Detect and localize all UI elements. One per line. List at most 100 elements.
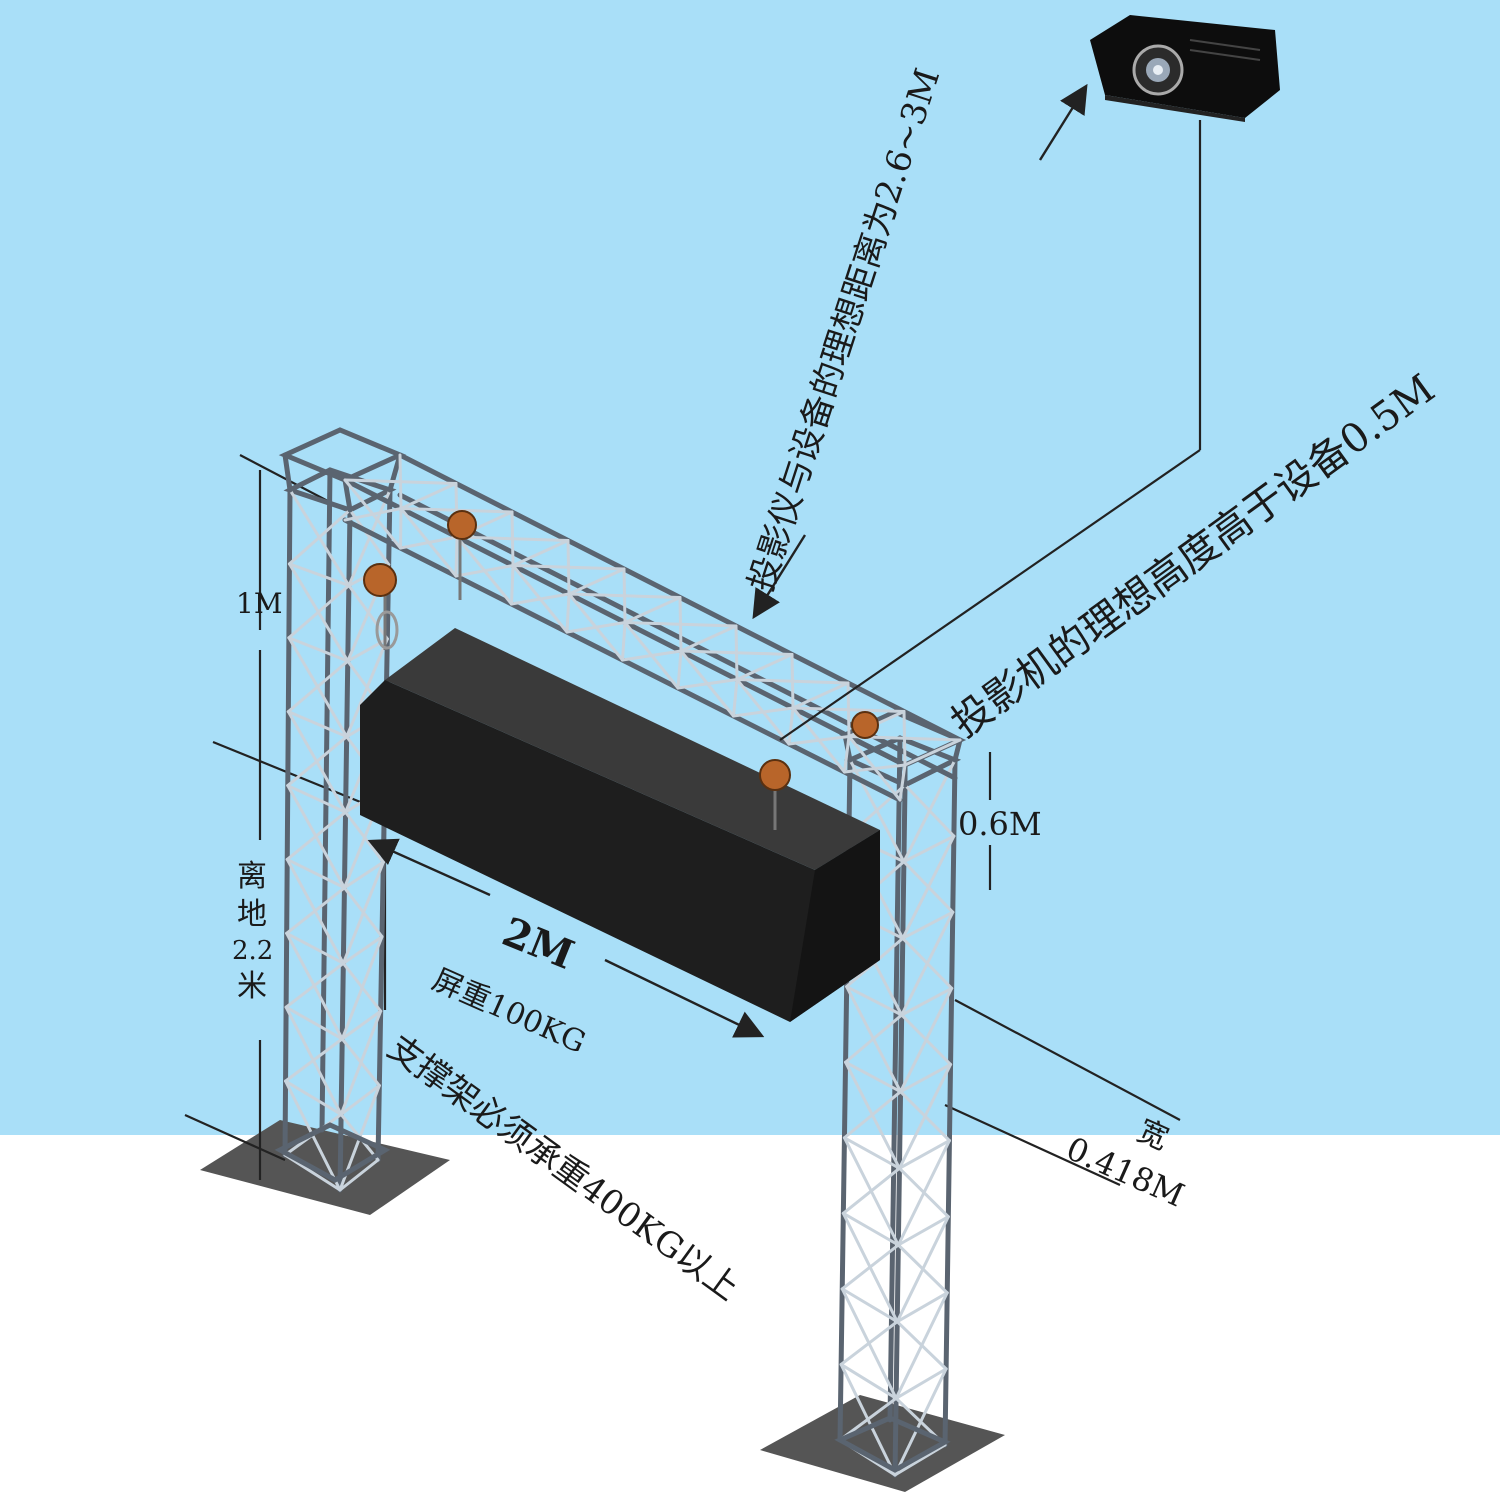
truss-brace [893, 1367, 948, 1477]
truss-brace [285, 886, 346, 935]
truss-brace [339, 1084, 381, 1116]
truss-brace [679, 649, 794, 656]
truss-brace [791, 681, 850, 710]
truss-brace [399, 482, 458, 510]
truss-brace [455, 535, 570, 542]
truss-brace [844, 1060, 903, 1094]
truss-brace [341, 860, 385, 965]
truss-brace [845, 985, 904, 1017]
truss-brace [285, 810, 348, 861]
truss-brace [895, 1291, 949, 1324]
truss-brace [454, 564, 515, 578]
truss-brace [903, 738, 962, 767]
truss-brace [347, 488, 392, 588]
truss-brace [286, 710, 349, 739]
truss-brace [732, 706, 795, 718]
truss-brace [901, 834, 956, 940]
truss-brace [899, 986, 954, 1094]
screen-height-label: 0.6M [958, 805, 1042, 843]
truss-brace [735, 653, 794, 681]
truss-brace [896, 1215, 950, 1247]
truss-brace [787, 735, 851, 746]
truss-brace [342, 860, 385, 890]
chain-hoist-icon [851, 711, 879, 739]
truss-brace [286, 735, 349, 788]
truss-brace [732, 678, 739, 718]
truss-brace [842, 1090, 903, 1140]
ground-clearance-char: 地 [237, 897, 267, 933]
chain-hoist-icon [363, 563, 399, 650]
truss-brace [339, 1009, 383, 1116]
truss-brace [894, 1291, 949, 1400]
truss-brace [284, 961, 345, 1009]
truss-brace [343, 507, 403, 522]
truss-brace [511, 539, 570, 567]
truss-brace [679, 624, 738, 653]
ground-clearance-char: 离 [237, 859, 267, 894]
truss-brace [399, 507, 514, 514]
truss-brace [283, 1153, 342, 1192]
truss-brace [901, 910, 955, 940]
truss-brace [898, 763, 907, 802]
truss-brace [565, 621, 627, 634]
truss-brace [894, 1367, 948, 1400]
truss-brace [285, 857, 346, 890]
screen-enclosure [360, 628, 880, 1022]
truss-brace [341, 935, 384, 965]
screen-side-face [790, 830, 880, 1022]
screen-top-face [385, 628, 880, 870]
truss-brace [286, 784, 348, 814]
arrow-icon [367, 83, 1088, 1038]
left-base-plate [200, 1120, 450, 1215]
top-gap-label: 1M [236, 587, 283, 620]
truss-brace [621, 649, 683, 662]
truss-brace [454, 535, 459, 578]
truss-brace [287, 636, 350, 663]
truss-brace [843, 735, 851, 774]
truss-brace [284, 1079, 343, 1116]
truss-brace [844, 1013, 904, 1064]
truss-brace [285, 931, 345, 965]
floor-background [0, 1135, 1500, 1500]
truss-brace [287, 508, 352, 566]
truss-brace [286, 659, 350, 714]
projector-icon [1090, 15, 1280, 122]
chain-hoist-icon [447, 510, 477, 600]
truss-brace [896, 1139, 951, 1247]
truss-brace [902, 758, 957, 864]
truss-brace [511, 564, 626, 571]
truss-brace [340, 1009, 383, 1041]
truss-brace [676, 649, 683, 690]
truss-brace [895, 1215, 950, 1324]
truss-brace [623, 596, 682, 624]
truss-brace [567, 592, 682, 599]
truss-brace [510, 592, 571, 606]
projector-guide-lines [779, 120, 1202, 741]
truss-brace [841, 1166, 901, 1215]
truss-brace [840, 1287, 899, 1324]
truss-brace [900, 910, 955, 1017]
chain-hoist-icon [759, 759, 791, 830]
truss-brace [284, 1005, 344, 1041]
truss-brace [338, 1158, 380, 1192]
ground-clearance-char: 米 [237, 969, 267, 1005]
truss-brace [343, 478, 458, 485]
truss-brace [621, 621, 627, 662]
ground-clearance-label: 离 地 2.2 米 [232, 858, 273, 1006]
truss-brace [791, 706, 906, 713]
truss-brace [838, 1396, 898, 1442]
truss-brace [345, 637, 389, 739]
truss-brace [340, 935, 384, 1041]
truss-brace [510, 564, 515, 606]
truss-brace [287, 562, 351, 588]
truss-brace [897, 1139, 951, 1170]
screen-front-face [360, 680, 880, 1022]
truss-brace [287, 584, 351, 640]
truss-brace [842, 1136, 901, 1170]
truss-brace [676, 678, 739, 690]
truss-brace [843, 763, 907, 774]
truss-brace [841, 1211, 900, 1247]
truss-brace [900, 986, 954, 1017]
